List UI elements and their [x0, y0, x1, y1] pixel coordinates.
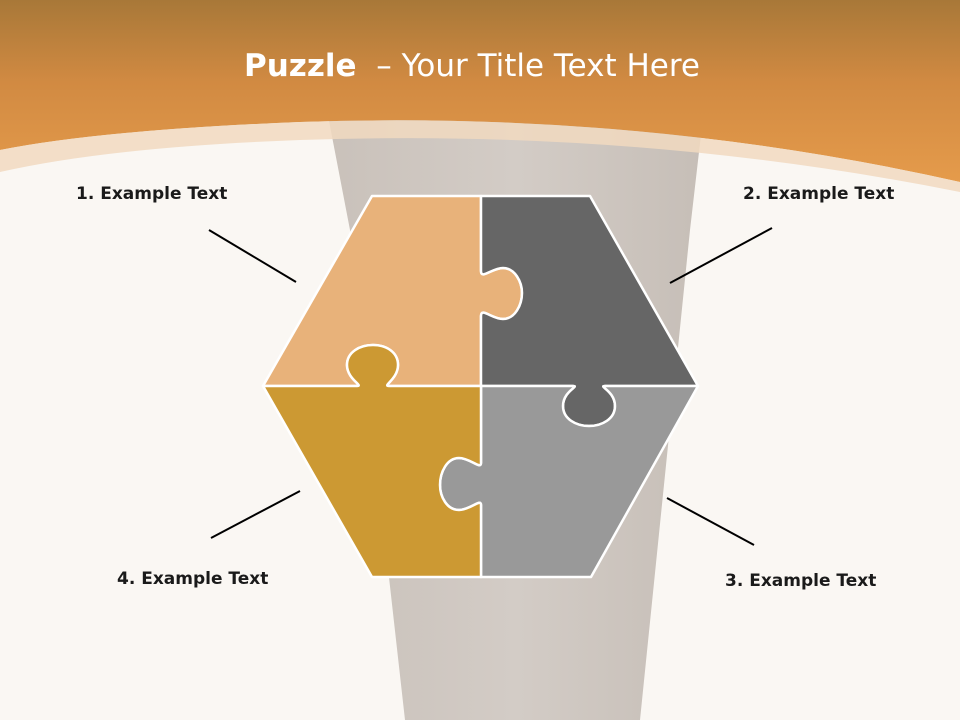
label-piece-3: 3. Example Text — [725, 571, 877, 591]
label-piece-2: 2. Example Text — [743, 184, 895, 204]
header-swoosh — [0, 0, 960, 182]
title-strong: Puzzle — [244, 48, 357, 84]
connector-line-2 — [669, 227, 773, 284]
slide-title: Puzzle – Your Title Text Here — [0, 48, 944, 84]
header-swoosh-highlight — [0, 120, 960, 192]
connector-line-3 — [666, 497, 755, 546]
connector-line-1 — [208, 229, 297, 283]
connector-line-4 — [210, 490, 301, 539]
puzzle-piece-4 — [261, 343, 483, 579]
hexagon-puzzle — [261, 194, 700, 579]
title-rest: – Your Title Text Here — [356, 48, 700, 84]
label-piece-1: 1. Example Text — [76, 184, 228, 204]
label-piece-4: 4. Example Text — [117, 569, 269, 589]
